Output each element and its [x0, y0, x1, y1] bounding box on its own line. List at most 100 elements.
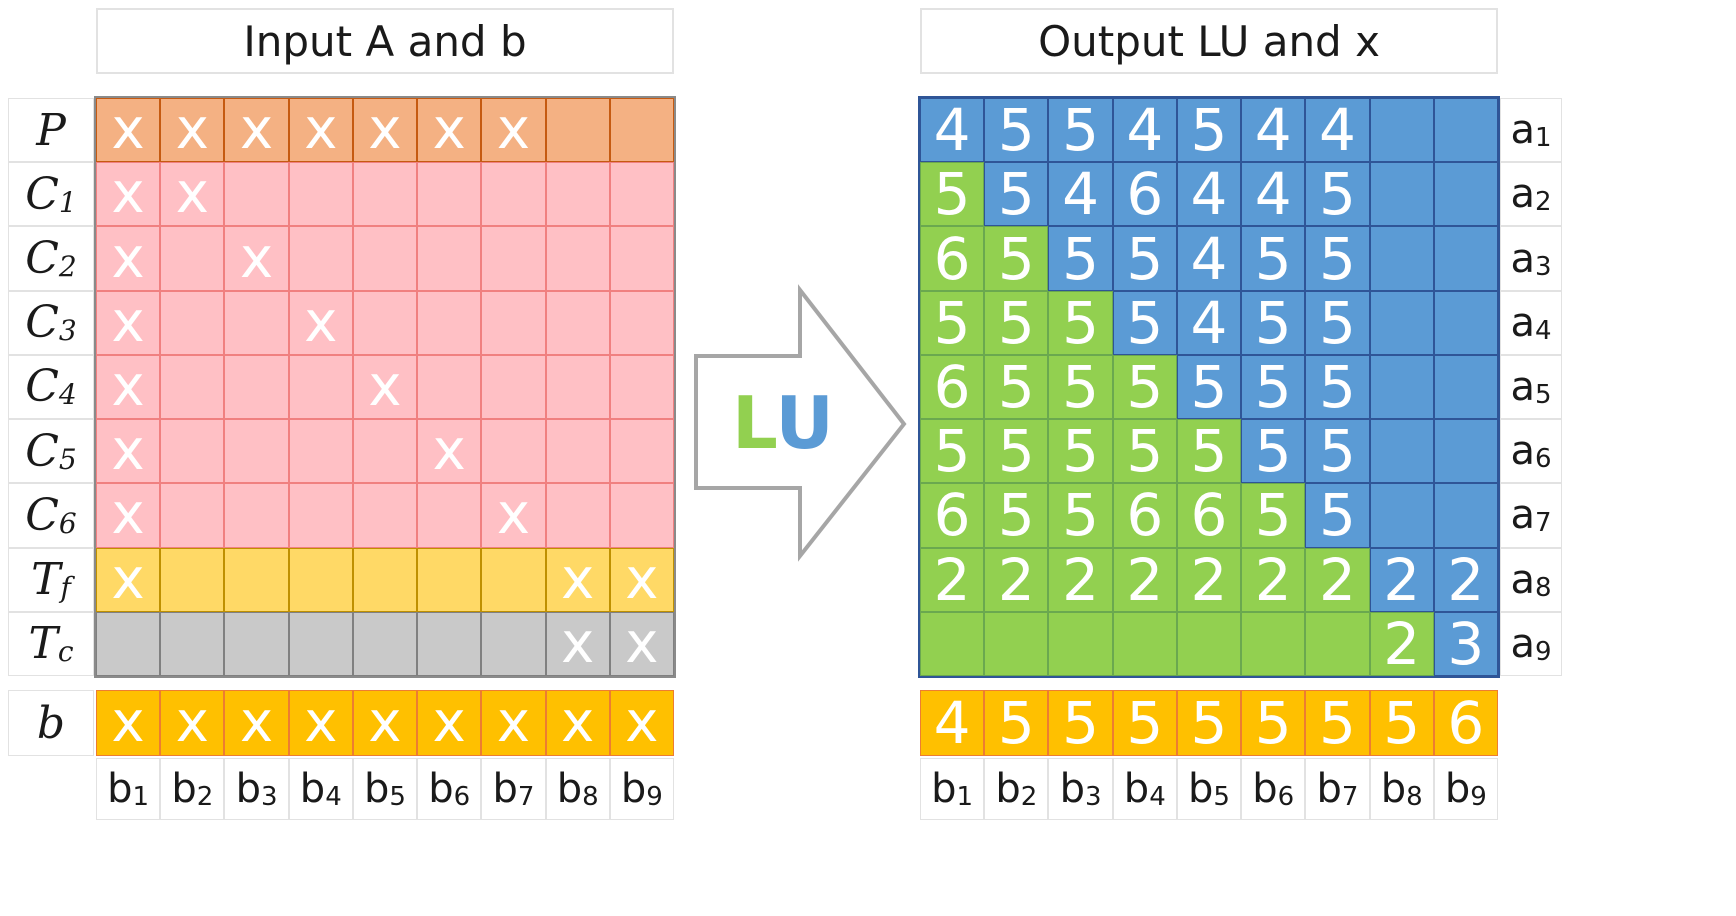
lower-cell: 2	[1112, 547, 1177, 612]
input-cell: x	[609, 547, 674, 612]
output-row-label-sub: 3	[1534, 251, 1552, 282]
input-cell: x	[609, 611, 674, 676]
upper-cell: 5	[1305, 226, 1370, 291]
upper-cell	[1433, 162, 1498, 227]
lower-cell: 5	[920, 290, 985, 355]
input-cell	[352, 162, 418, 227]
input-cell: x	[160, 98, 225, 163]
lower-cell: 5	[984, 290, 1049, 355]
input-cell	[288, 419, 353, 484]
upper-cell: 5	[1305, 483, 1370, 548]
upper-cell	[1369, 290, 1434, 355]
lower-cell: 5	[1112, 419, 1177, 484]
input-cell: x	[481, 483, 546, 548]
upper-cell	[1433, 290, 1498, 355]
b-column-label-sub: 5	[1213, 782, 1230, 812]
b-column-label-sub: 9	[1470, 782, 1487, 812]
input-cell	[609, 354, 674, 420]
lower-cell	[920, 611, 985, 676]
output-row-label-base: a	[1510, 107, 1535, 154]
lu-arrow-icon: LU	[694, 284, 907, 562]
b-column-label-base: b	[492, 766, 518, 812]
output-row-label-base: a	[1510, 492, 1535, 539]
b-column-label-sub: 2	[1020, 782, 1038, 812]
upper-cell: 3	[1433, 611, 1498, 676]
input-cell	[481, 162, 546, 227]
upper-cell: 5	[1241, 226, 1306, 291]
x-cell: 4	[920, 690, 985, 756]
lower-cell: 5	[920, 419, 985, 484]
input-cell	[609, 162, 674, 227]
lower-cell: 6	[1176, 483, 1242, 548]
output-row-label-base: a	[1510, 235, 1535, 282]
b-column-label-base: b	[1059, 766, 1085, 812]
output-row-label-sub: 2	[1534, 187, 1552, 218]
lower-cell: 5	[984, 483, 1049, 548]
input-cell	[481, 290, 546, 355]
svg-text:LU: LU	[732, 381, 834, 465]
lower-cell: 6	[920, 354, 985, 420]
output-row-label-sub: 6	[1534, 444, 1552, 475]
input-cell: x	[481, 98, 546, 163]
input-cell	[288, 483, 353, 548]
x-cell: 5	[1176, 690, 1242, 756]
lower-cell: 5	[1112, 354, 1177, 420]
input-cell	[545, 226, 610, 291]
input-cell: x	[96, 98, 161, 163]
input-cell	[224, 547, 289, 612]
input-cell	[481, 226, 546, 291]
input-row-label-p: P	[8, 98, 94, 163]
input-cell	[481, 419, 546, 484]
input-cell: x	[224, 98, 289, 163]
upper-cell: 5	[1176, 98, 1242, 163]
b-column-label-sub: 2	[196, 782, 214, 812]
b-cell: x	[609, 690, 674, 756]
lower-cell	[1048, 611, 1113, 676]
b-column-label-base: b	[428, 766, 454, 812]
input-cell	[224, 611, 289, 676]
row-label-name: T	[28, 618, 58, 670]
input-cell	[352, 226, 418, 291]
b-column-label-base: b	[556, 766, 583, 812]
input-cell	[224, 419, 289, 484]
lower-cell: 5	[984, 354, 1049, 420]
b-row-label-text: b	[36, 697, 66, 749]
b-column-label-sub: 3	[260, 782, 278, 812]
lu-letter-u: U	[775, 381, 833, 465]
input-cell	[160, 547, 225, 612]
b-column-label-sub: 8	[582, 782, 599, 812]
input-cell	[352, 547, 418, 612]
row-label-name: C	[25, 168, 59, 220]
b-column-label-sub: 6	[453, 782, 471, 812]
lower-cell: 5	[1048, 419, 1113, 484]
input-cell	[545, 98, 610, 163]
upper-cell: 4	[1176, 162, 1242, 227]
upper-cell	[1433, 354, 1498, 420]
row-label-sub: 1	[58, 185, 77, 219]
upper-cell	[1369, 162, 1434, 227]
b-column-label-sub: 4	[1149, 782, 1166, 812]
x-cell: 5	[1305, 690, 1370, 756]
input-cell: x	[417, 98, 482, 163]
input-cell	[224, 290, 289, 355]
upper-cell: 5	[1241, 290, 1306, 355]
input-cell: x	[96, 290, 161, 355]
output-row-label-sub: 1	[1534, 123, 1552, 154]
upper-cell: 5	[1048, 98, 1113, 163]
